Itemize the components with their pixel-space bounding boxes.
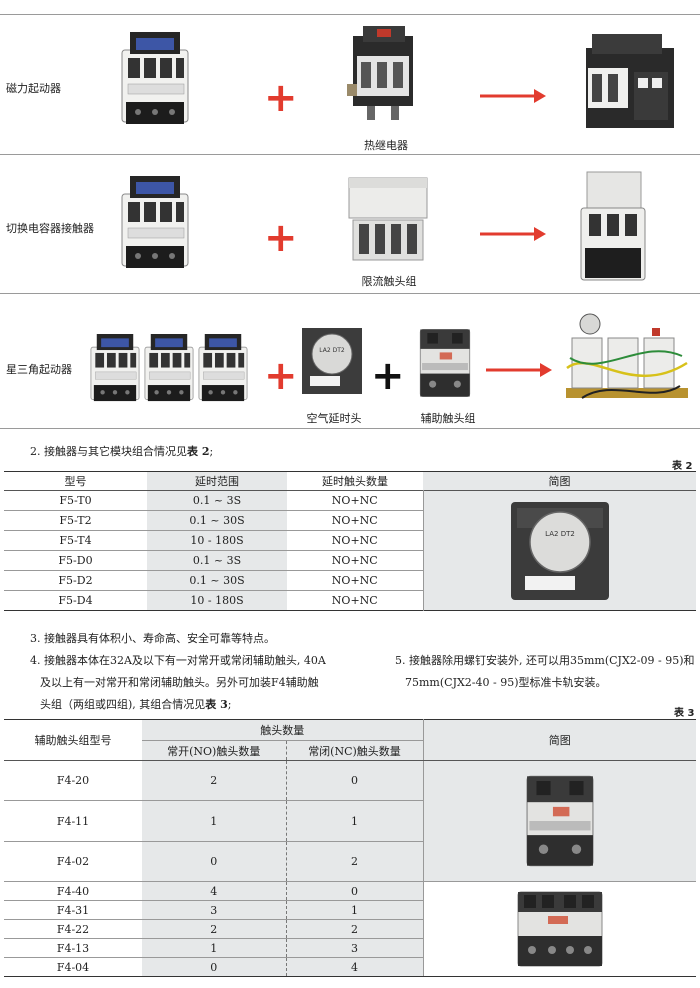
row-label-capacitor-contactor: 切换电容器接触器 <box>6 222 94 235</box>
aux-contact-2-diagram <box>526 775 594 867</box>
contactor-image <box>121 176 189 269</box>
current-limit-contact-image <box>348 177 428 261</box>
thermal-relay-image <box>347 26 413 120</box>
table-2-ref: 表 2 <box>187 445 210 458</box>
row-label-star-delta: 星三角起动器 <box>6 363 72 376</box>
aux-contact-image <box>419 329 471 397</box>
arrow-right-icon <box>480 227 546 241</box>
capacitor-contactor-image <box>580 171 646 281</box>
arrow-right-icon <box>486 363 552 377</box>
contactor-image <box>90 334 140 402</box>
t3-header-image: 简图 <box>422 719 696 761</box>
t2-header-contacts: 延时触头数量 <box>322 475 388 488</box>
table-row: F5-T0 0.1 ~ 3S NO+NC LA2 DT2 <box>4 490 696 611</box>
top-rule <box>0 14 700 15</box>
contactor-image <box>144 334 194 402</box>
delay-head-label: LA2 DT2 <box>319 347 345 354</box>
air-delay-head-image: LA2 DT2 <box>302 328 362 394</box>
caption-air-delay: 空气延时头 <box>306 412 362 425</box>
caption-aux-contact: 辅助触头组 <box>420 412 476 425</box>
divider-3 <box>0 428 700 429</box>
caption-current-limit: 限流触头组 <box>361 275 417 288</box>
table-2: 型号 延时范围 延时触头数量 简图 F5-T0 0.1 ~ 3S NO+NC L… <box>4 471 696 611</box>
contactor-image <box>198 334 248 402</box>
t3-header-group: 触头数量 <box>142 719 423 741</box>
plus-icon: + <box>371 353 405 399</box>
table-3-ref: 表 3 <box>205 698 228 711</box>
aux-contact-4-diagram <box>517 891 603 967</box>
star-delta-assembly-image <box>566 313 688 399</box>
magnetic-starter-image <box>586 34 674 128</box>
t2-header-image: 简图 <box>423 471 696 491</box>
divider-1 <box>0 154 700 155</box>
arrow-right-icon <box>480 89 546 103</box>
table-3: 辅助触头组型号 触头数量 简图 常开(NO)触头数量 常闭(NC)触头数量 F4… <box>4 719 696 977</box>
t2-header-model: 型号 <box>64 475 87 488</box>
plus-icon: + <box>264 215 298 261</box>
contactor-image <box>121 32 189 125</box>
para-5: 5. 接触器除用螺钉安装外, 还可以用35mm(CJX2-09 - 95)和 7… <box>395 654 695 689</box>
t2-header-range: 延时范围 <box>147 471 287 491</box>
plus-icon: + <box>264 353 298 399</box>
para-2: 2. 接触器与其它模块组合情况见表 2; <box>30 445 214 458</box>
divider-2 <box>0 293 700 294</box>
row-label-magnetic-starter: 磁力起动器 <box>6 82 61 95</box>
table-3-number: 表 3 <box>674 708 695 719</box>
table-2-number: 表 2 <box>672 461 693 472</box>
plus-icon: + <box>264 75 298 121</box>
para-4: 4. 接触器本体在32A及以下有一对常开或常闭辅助触头, 40A 及以上有一对常… <box>30 654 326 711</box>
t3-header-no: 常开(NO)触头数量 <box>142 740 286 761</box>
caption-thermal-relay: 热继电器 <box>364 139 408 152</box>
delay-head-diagram: LA2 DT2 <box>510 501 609 600</box>
t3-header-model: 辅助触头组型号 <box>4 719 142 761</box>
table-row: F4-20 2 0 <box>4 760 696 882</box>
para-3: 3. 接触器具有体积小、寿命高、安全可靠等特点。 <box>30 632 275 645</box>
t3-header-nc: 常闭(NC)触头数量 <box>285 740 423 761</box>
delay-head-label: LA2 DT2 <box>545 530 575 538</box>
